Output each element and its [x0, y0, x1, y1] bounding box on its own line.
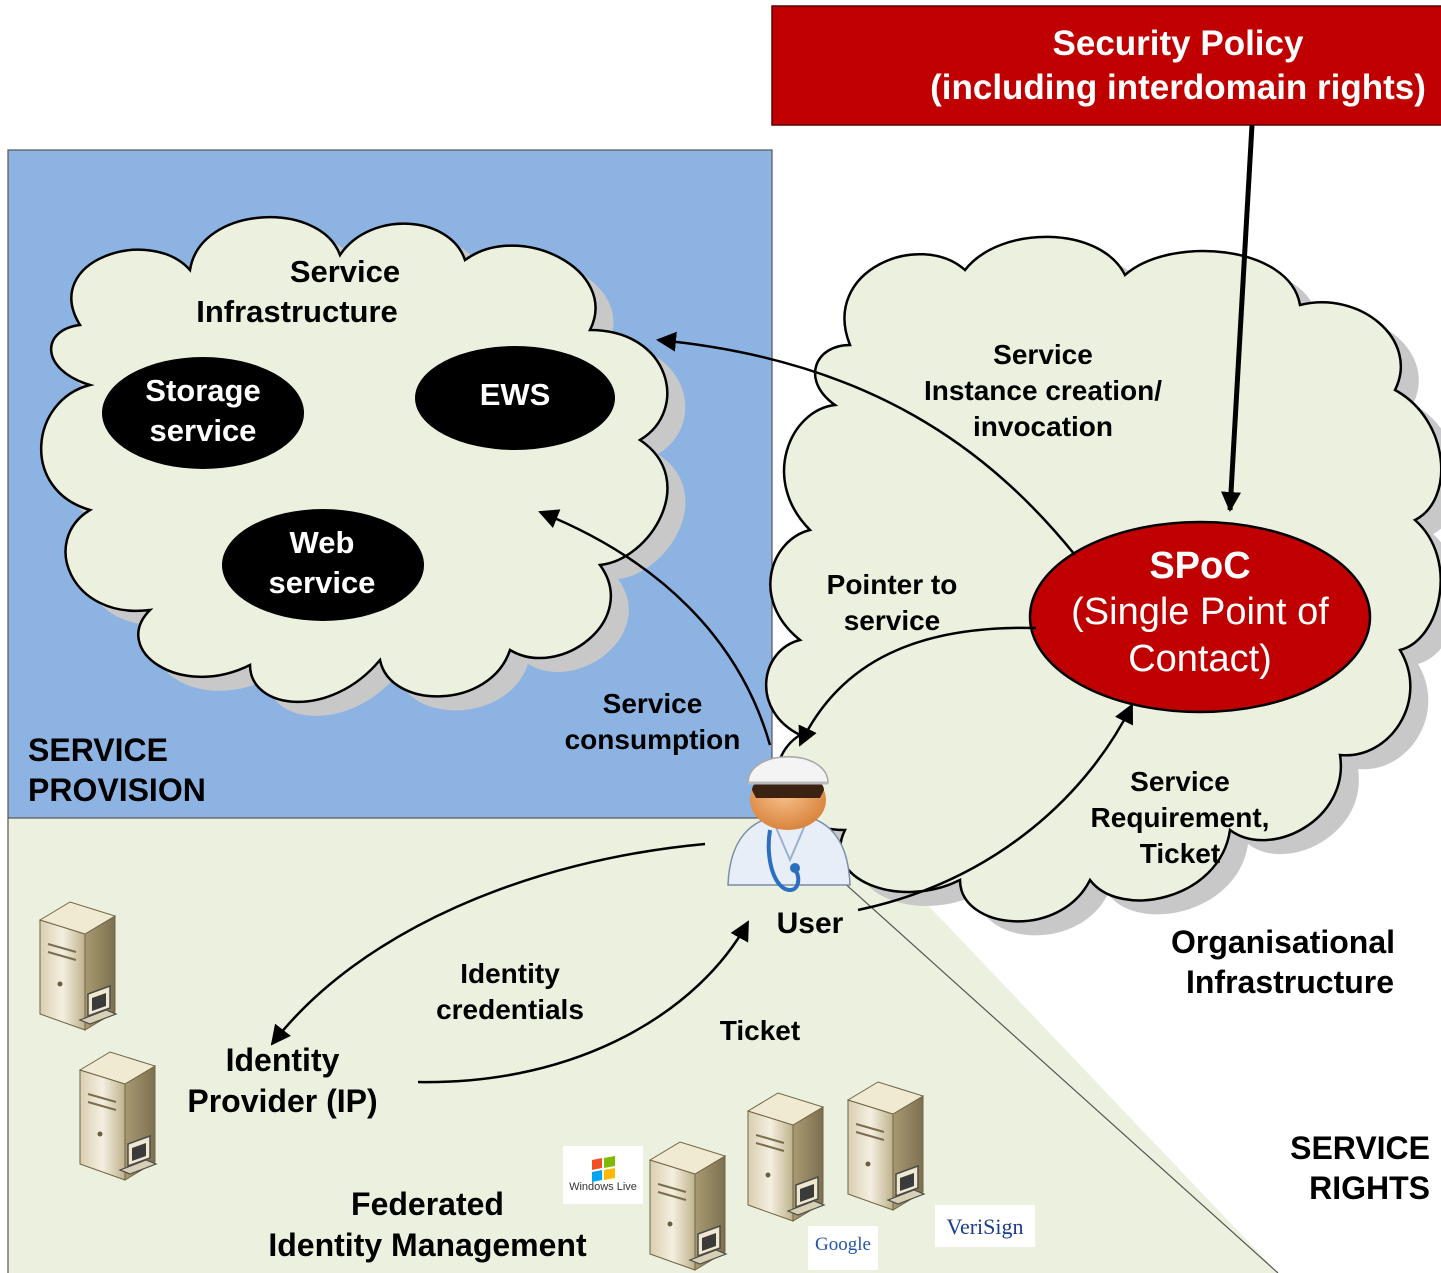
service-provision-label: SERVICE PROVISION	[28, 730, 206, 811]
organisational-line1: Organisational	[1170, 924, 1396, 960]
instance-invocation-arrow	[656, 331, 1076, 556]
google-logo	[808, 1226, 878, 1270]
ews-node	[415, 346, 615, 450]
storage-service-label: Storage service	[103, 371, 303, 450]
instance-line2: Instance creation/	[923, 375, 1163, 407]
spoc-node	[1028, 520, 1372, 714]
user-icon	[727, 756, 851, 893]
server-icon	[747, 1092, 825, 1222]
identity-credentials-arrow	[270, 842, 706, 1046]
identity-provider-label: Identity Provider (IP)	[170, 1040, 395, 1122]
requirement-line3: Ticket	[1139, 838, 1221, 870]
service-infrastructure-cloud	[40, 216, 669, 704]
ews-text: EWS	[479, 377, 551, 412]
service-consumption-arrow	[538, 509, 772, 746]
web-line2: service	[268, 564, 376, 600]
credentials-line1: Identity	[460, 958, 560, 989]
storage-service-node	[102, 357, 304, 469]
instance-line1: Service	[993, 339, 1093, 370]
google-text: Google	[815, 1234, 871, 1255]
service-instance-label: Service Instance creation/ invocation	[893, 337, 1193, 445]
storage-line1: Storage	[145, 373, 261, 408]
security-policy-label: Security Policy (including interdomain r…	[772, 22, 1441, 110]
server-icon	[39, 901, 117, 1031]
spoc-title: SPoC	[1149, 545, 1251, 587]
user-label: User	[760, 906, 860, 941]
spoc-line3: Contact)	[1128, 637, 1272, 680]
service-rights-label: SERVICE RIGHTS	[1240, 1128, 1430, 1209]
identity-credentials-label: Identity credentials	[410, 956, 610, 1028]
federated-line2: Identity Management	[268, 1226, 587, 1263]
service-infrastructure-line2: Infrastructure	[196, 293, 398, 329]
federated-identity-label: Federated Identity Management	[245, 1184, 610, 1266]
pointer-to-service-arrow	[798, 626, 1037, 747]
ews-label: EWS	[415, 377, 615, 414]
service-requirement-arrow	[857, 703, 1134, 912]
service-requirement-label: Service Requirement, Ticket	[1060, 764, 1300, 872]
pointer-line2: service	[843, 605, 941, 637]
web-service-label: Web service	[222, 523, 422, 602]
security-policy-box	[771, 5, 1441, 126]
server-icon	[649, 1141, 727, 1271]
windows-flag-icon	[592, 1156, 615, 1182]
identity-provider-line2: Provider (IP)	[187, 1082, 378, 1119]
windows-live-text: Windows Live	[569, 1181, 637, 1193]
federated-line1: Federated	[351, 1186, 504, 1222]
service-provision-line2: PROVISION	[28, 772, 206, 809]
ticket-text: Ticket	[719, 1015, 801, 1046]
organisational-line2: Infrastructure	[1185, 964, 1395, 1001]
security-policy-subtitle: (including interdomain rights)	[930, 67, 1426, 107]
ticket-label: Ticket	[700, 1014, 820, 1047]
user-text: User	[776, 907, 844, 940]
instance-line3: invocation	[972, 411, 1113, 443]
service-rights-line1: SERVICE	[1290, 1130, 1430, 1166]
ticket-arrow	[417, 920, 750, 1084]
verisign-text: VeriSign	[946, 1214, 1024, 1239]
requirement-line1: Service	[1130, 766, 1230, 797]
service-infrastructure-line1: Service	[289, 254, 401, 289]
identity-provider-server-icon	[79, 1051, 157, 1181]
security-policy-title: Security Policy	[1052, 24, 1304, 63]
windows-live-logo	[563, 1146, 643, 1204]
policy-to-spoc-arrow	[1221, 124, 1255, 512]
service-consumption-label: Service consumption	[550, 686, 755, 758]
service-rights-line2: RIGHTS	[1309, 1170, 1430, 1207]
server-icon	[847, 1081, 925, 1211]
pointer-to-service-label: Pointer to service	[792, 567, 992, 639]
organisational-infrastructure-title: Organisational Infrastructure	[1150, 922, 1430, 1003]
spoc-line2: (Single Point of	[1071, 591, 1329, 634]
credentials-line2: credentials	[436, 994, 584, 1026]
service-provision-line1: SERVICE	[28, 732, 168, 768]
consumption-line1: Service	[602, 688, 703, 719]
service-infrastructure-title: Service Infrastructure	[172, 252, 422, 331]
verisign-logo	[935, 1205, 1035, 1247]
identity-provider-line1: Identity	[225, 1042, 340, 1078]
pointer-line1: Pointer to	[826, 569, 958, 600]
storage-line2: service	[149, 412, 257, 448]
spoc-label: SPoC (Single Point of Contact)	[1030, 543, 1370, 682]
web-line1: Web	[289, 525, 355, 560]
web-service-node	[222, 509, 424, 621]
consumption-line2: consumption	[564, 724, 741, 756]
requirement-line2: Requirement,	[1090, 802, 1270, 834]
federated-region-left	[8, 818, 772, 1273]
